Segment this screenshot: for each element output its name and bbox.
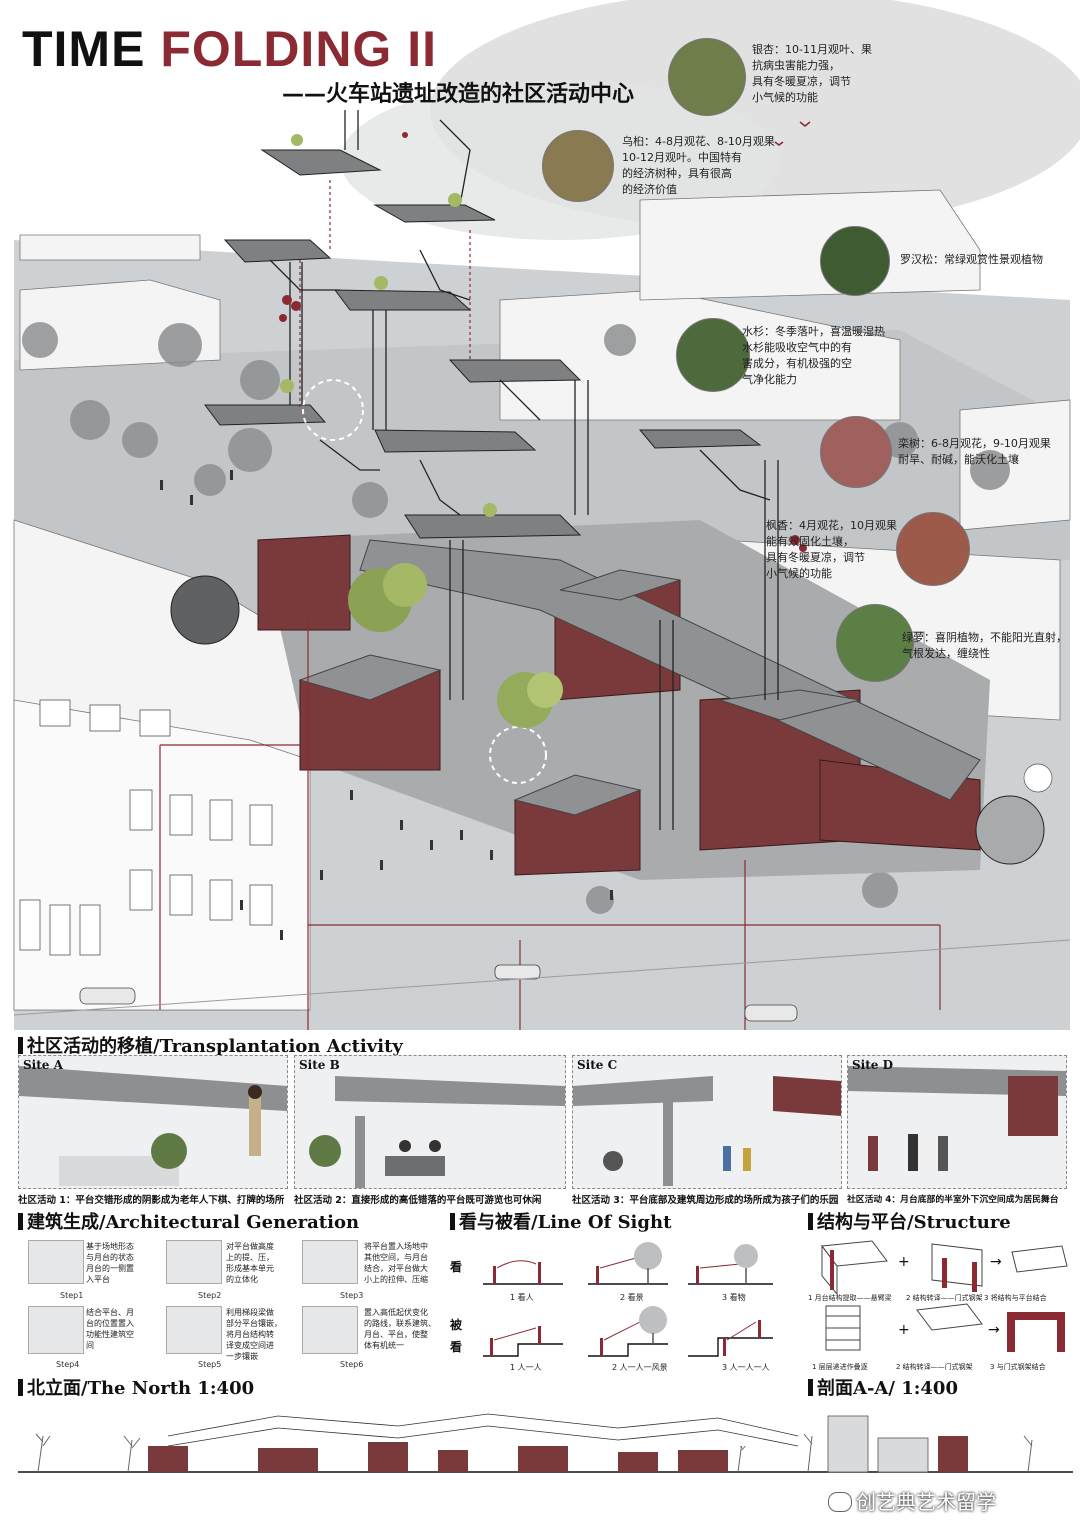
step2-diagram [166,1240,222,1284]
svg-text:+: + [898,1322,910,1338]
step5-diagram [166,1306,222,1354]
structure-cap-4: 1 层层递进作叠逐 [812,1363,868,1371]
step6-label: Step6 [340,1360,364,1369]
step4-label: Step4 [56,1360,80,1369]
site-d-caption: 社区活动 4：月台底部的半室外下沉空间成为居民舞台 [847,1195,1059,1205]
plant-photo-sweetgum [896,512,970,586]
sight-cap-6: 3 人一人一人 [722,1363,770,1372]
structure-cap-5: 2 结构转译——门式钢架 [896,1363,973,1371]
site-a-illustration [19,1066,287,1186]
plant-photo-tallow [542,130,614,202]
sight-heading: 看与被看/Line Of Sight [450,1208,671,1234]
step3-label: Step3 [340,1291,364,1300]
site-b-panel: Site B [294,1055,566,1189]
step2-note: 对平台做高度 上的提、压， 形成基本单元 的立体化 [226,1242,274,1284]
step5-label: Step5 [198,1360,222,1369]
plant-photo-podocarpus [820,226,890,296]
axonometric-illustration [13,0,1080,1030]
plant-note-metasequoia: 水杉：冬季落叶，喜温暖湿热 水杉能吸收空气中的有 害成分，有机极强的空 气净化能… [742,325,885,386]
site-d-label: Site D [852,1058,893,1072]
site-b-caption: 社区活动 2：直接形成的高低错落的平台既可游览也可休闲 [294,1195,542,1206]
step4-diagram [28,1306,84,1354]
site-d-illustration [848,1066,1066,1171]
site-b-label: Site B [299,1058,340,1072]
site-a-panel: Site A [18,1055,288,1189]
poster-title: TIME FOLDING II [22,20,437,78]
svg-text:+: + [898,1254,910,1270]
plant-note-pothos: 绿萝：喜阴植物，不能阳光直射， 气根发达，缠绕性 [902,631,1067,660]
plant-photo-ginkgo [668,38,746,116]
plant-note-ginkgo: 银杏：10-11月观叶、果 抗病虫害能力强， 具有冬暖夏凉，调节 小气候的功能 [752,43,872,104]
step3-diagram [302,1240,358,1284]
sight-cap-4: 1 人一人 [510,1363,542,1372]
step6-note: 置入高低起伏变化 的路线，联系建筑、 月台、平台，使整 体有机统一 [364,1308,436,1350]
plant-note-sweetgum: 枫香：4月观花，10月观果 能有效固化土壤， 具有冬暖夏凉，调节 小气候的功能 [766,519,897,580]
svg-text:→: → [988,1322,1000,1338]
sight-diagrams [483,1242,773,1357]
step2-label: Step2 [198,1291,222,1300]
step5-note: 利用梯段梁做 部分平台镶嵌， 将月台结构转 译变成空间进 一步镶嵌 [226,1308,282,1361]
site-d-panel: Site D [847,1055,1067,1189]
structure-heading: 结构与平台/Structure [808,1208,1011,1234]
step1-diagram [28,1240,84,1284]
structure-cap-6: 3 与门式钢架结合 [990,1363,1046,1371]
title-dark: TIME [22,21,146,77]
site-c-illustration [573,1076,841,1186]
structure-diagrams: + → + → [821,1240,1068,1352]
site-c-caption: 社区活动 3：平台底部及建筑周边形成的场所成为孩子们的乐园 [572,1195,839,1206]
site-a-label: Site A [23,1058,63,1072]
sight-cap-3: 3 看物 [722,1293,746,1302]
sight-cap-5: 2 人一人一风景 [612,1363,668,1372]
svg-text:→: → [990,1254,1002,1270]
plant-note-tallow: 乌桕：4-8月观花、8-10月观果 10-12月观叶。中国特有 的经济树种，具有… [622,135,775,196]
plant-photo-koelreuteria [820,416,892,488]
sight-cap-1: 1 看人 [510,1293,534,1302]
sight-looked-label: 被 看 [450,1318,463,1354]
wechat-icon [828,1492,852,1512]
poster-subtitle: ——火车站遗址改造的社区活动中心 [282,82,635,107]
sight-look-label: 看 [450,1260,463,1274]
watermark: 创艺典艺术留学 [828,1486,996,1515]
site-c-panel: Site C [572,1055,842,1189]
structure-cap-1: 1 月台结构提取——悬臂梁 [808,1294,892,1302]
site-a-caption: 社区活动 1：平台交错形成的阴影成为老年人下棋、打牌的场所 [18,1195,285,1206]
sight-cap-2: 2 看景 [620,1293,644,1302]
step6-diagram [302,1306,358,1354]
structure-cap-2: 2 结构转译——门式钢架 [906,1294,983,1302]
step1-note: 基于场地形态 与月台的状态 月台的一侧置 入平台 [86,1242,134,1284]
step3-note: 将平台置入场地中 其他空间，与月台 结合，对平台做大 小上的拉伸、压缩 [364,1242,428,1284]
section-heading: 剖面A-A/ 1:400 [808,1374,958,1400]
site-c-label: Site C [577,1058,618,1072]
step1-label: Step1 [60,1291,84,1300]
plant-note-podocarpus: 罗汉松：常绿观赏性景观植物 [900,253,1043,266]
transplant-heading: 社区活动的移植/Transplantation Activity [18,1032,403,1058]
north-heading: 北立面/The North 1:400 [18,1374,254,1400]
plant-photo-pothos [836,604,914,682]
plant-photo-metasequoia [676,318,750,392]
title-red: FOLDING II [160,21,437,77]
generation-heading: 建筑生成/Architectural Generation [18,1208,359,1234]
north-elevation-drawing [18,1413,1073,1473]
step4-note: 结合平台、月 台的位置置入 功能性建筑空 间 [86,1308,134,1350]
plant-note-koelreuteria: 栾树：6-8月观花，9-10月观果 耐旱、耐碱，能沃化土壤 [898,437,1051,466]
site-b-illustration [309,1076,565,1188]
structure-cap-3: 3 将结构与平台结合 [984,1294,1047,1302]
